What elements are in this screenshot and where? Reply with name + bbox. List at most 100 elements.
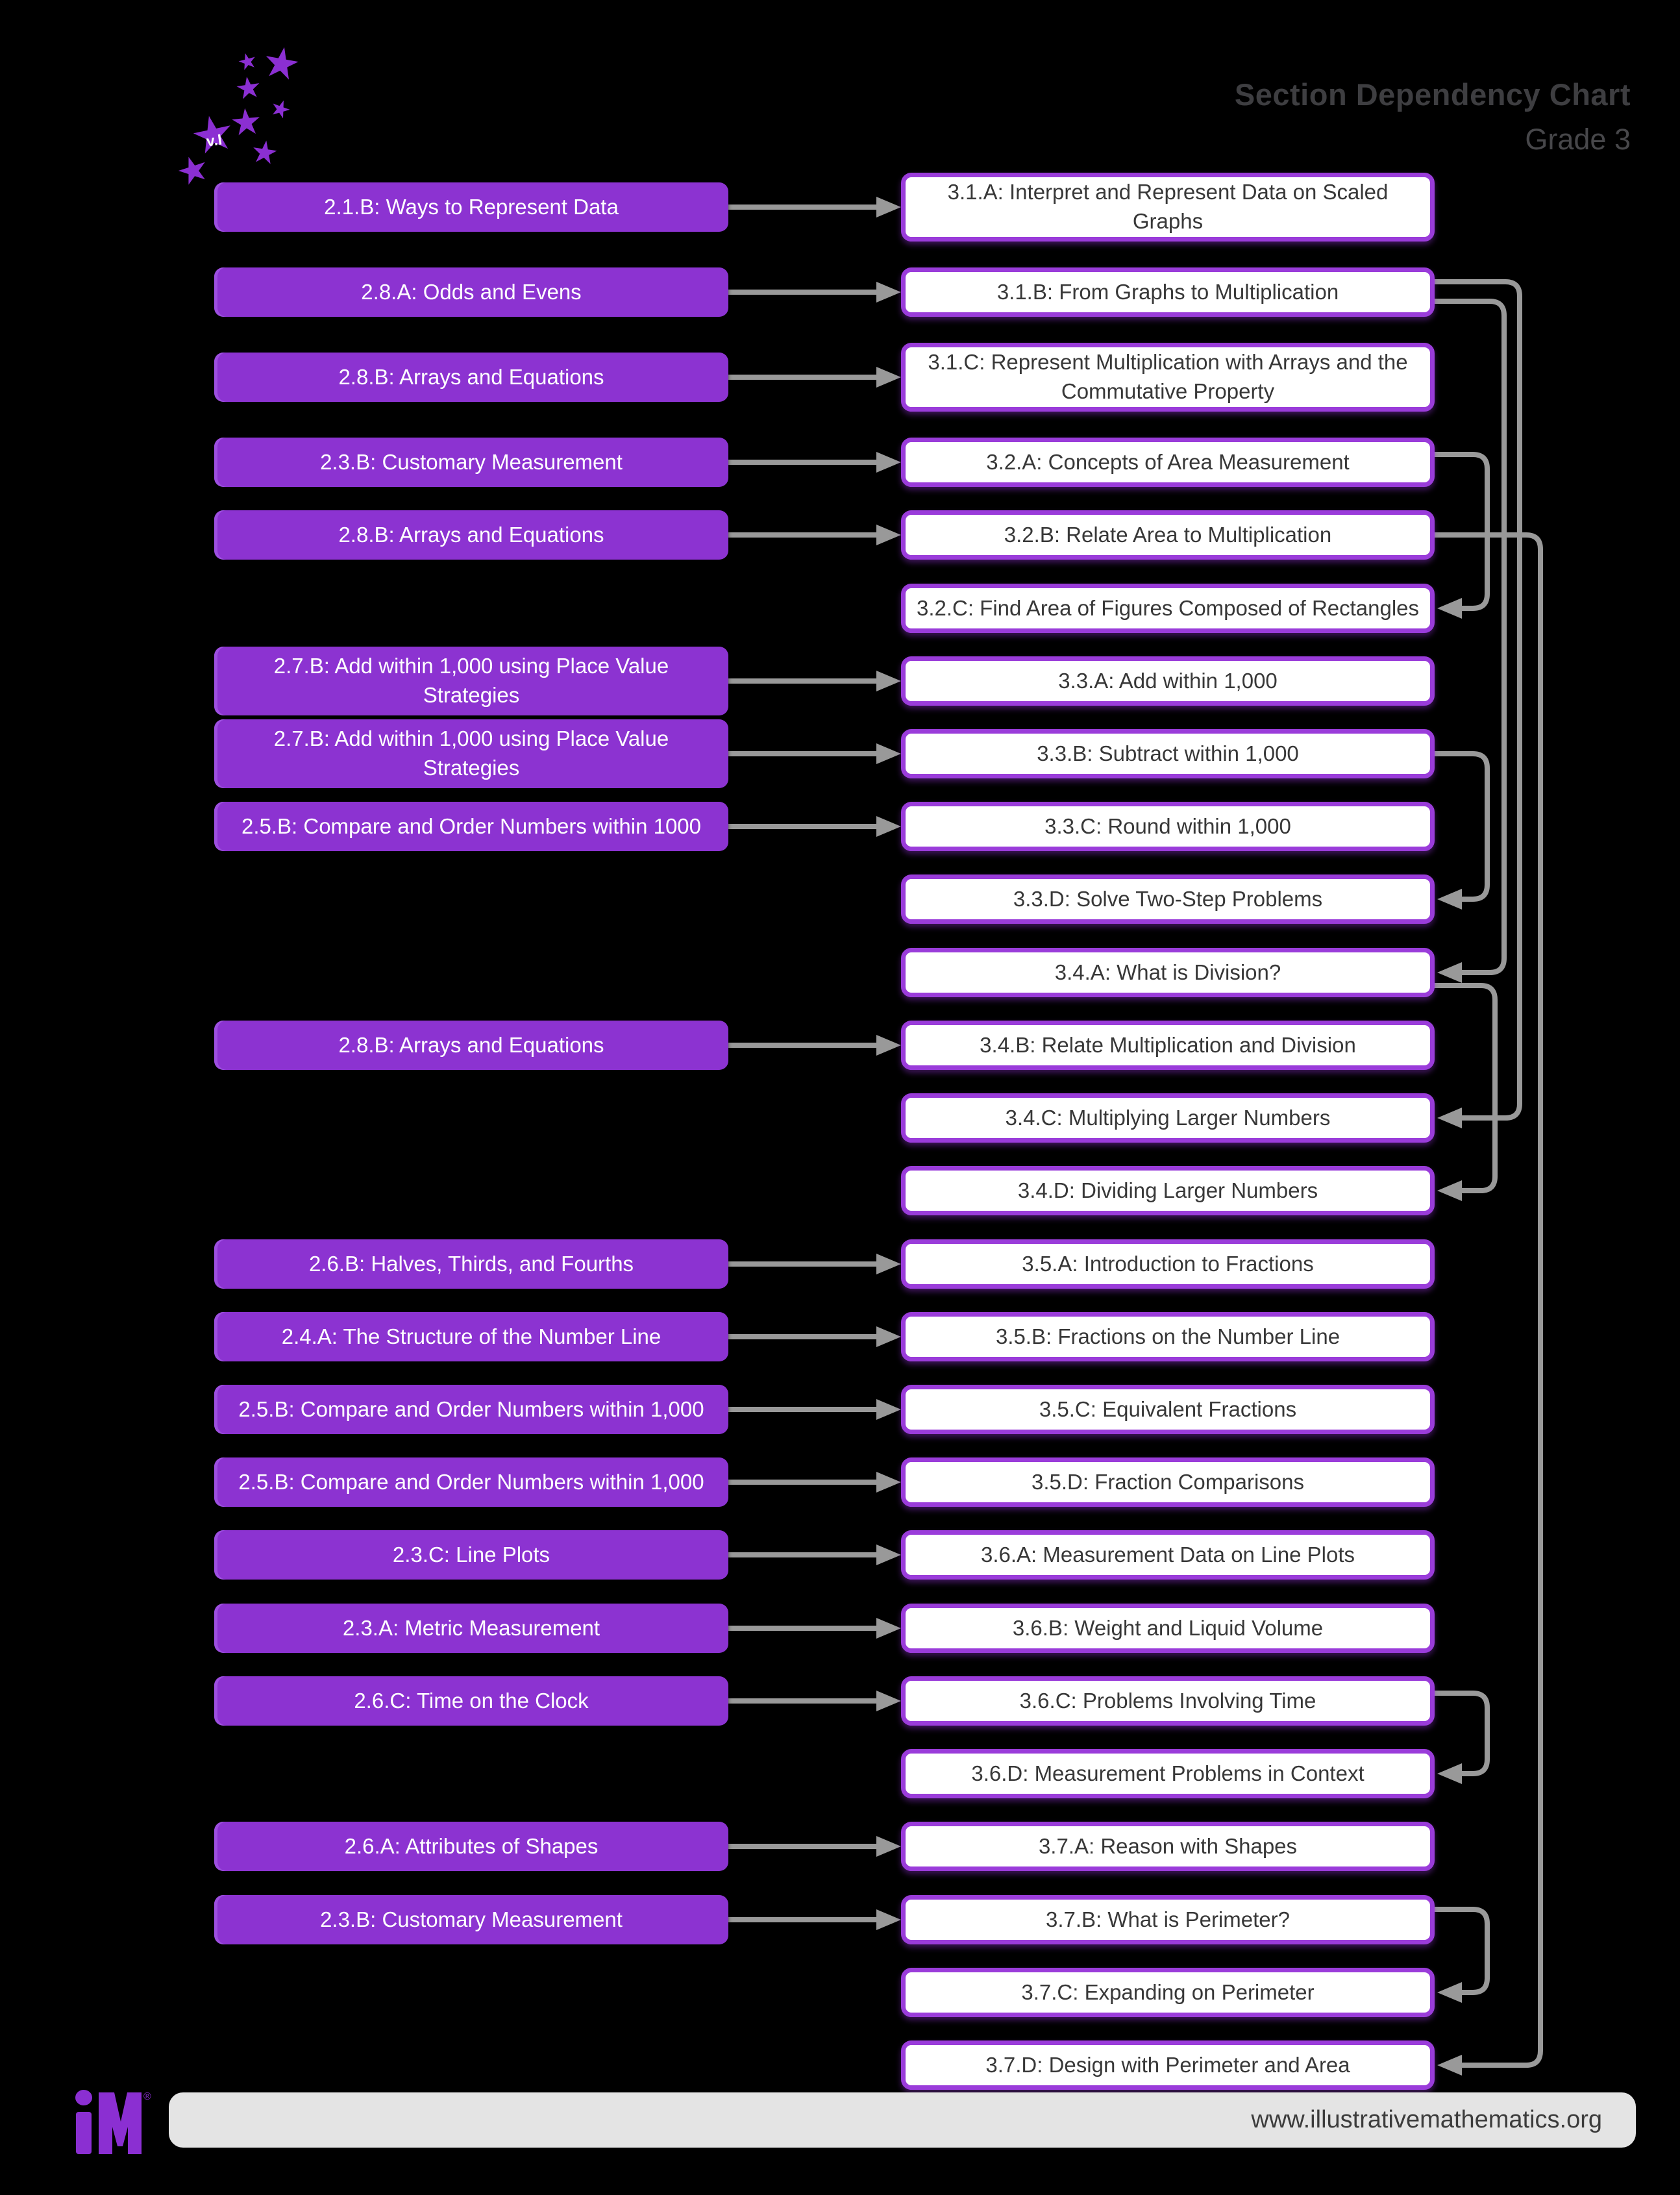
grade3-box-label: 3.6.C: Problems Involving Time bbox=[1019, 1689, 1316, 1713]
grade3-box-label: 3.2.A: Concepts of Area Measurement bbox=[986, 450, 1350, 474]
grade3-box-3.3.C: 3.3.C: Round within 1,000 bbox=[901, 802, 1435, 851]
grade3-box-3.1.A: 3.1.A: Interpret and Represent Data on S… bbox=[901, 173, 1435, 242]
grade2-box-label: 2.8.B: Arrays and Equations bbox=[338, 1033, 604, 1057]
grade2-box-label: 2.3.B: Customary Measurement bbox=[320, 450, 623, 474]
loop-arrowhead-3.1.B-to-3.4.A bbox=[1437, 962, 1462, 983]
loop-arrowhead-3.1.B-to-3.4.C bbox=[1437, 1108, 1462, 1128]
star-icon: ★ bbox=[258, 36, 305, 90]
grade2-box-label: 2.8.B: Arrays and Equations bbox=[338, 365, 604, 389]
grade2-box-3.5.A: 2.6.B: Halves, Thirds, and Fourths bbox=[214, 1239, 728, 1289]
grade3-box-label: 3.6.A: Measurement Data on Line Plots bbox=[981, 1543, 1355, 1567]
grade3-box-label: 3.5.B: Fractions on the Number Line bbox=[995, 1324, 1340, 1348]
direct-arrowhead-3.7.B bbox=[876, 1909, 901, 1930]
grade2-box-label: 2.1.B: Ways to Represent Data bbox=[324, 195, 619, 219]
grade2-box-label: 2.8.B: Arrays and Equations bbox=[338, 523, 604, 547]
direct-arrowhead-3.7.A bbox=[876, 1836, 901, 1857]
grade3-box-3.6.B: 3.6.B: Weight and Liquid Volume bbox=[901, 1604, 1435, 1653]
footer-url: www.illustrativemathematics.org bbox=[1251, 2106, 1602, 2133]
grade3-box-3.6.D: 3.6.D: Measurement Problems in Context bbox=[901, 1749, 1435, 1798]
grade2-box-label: 2.4.A: The Structure of the Number Line bbox=[281, 1324, 661, 1348]
grade2-box-3.2.B: 2.8.B: Arrays and Equations bbox=[214, 510, 728, 560]
grade2-box-3.5.D: 2.5.B: Compare and Order Numbers within … bbox=[214, 1457, 728, 1507]
direct-arrowhead-3.4.B bbox=[876, 1035, 901, 1056]
grade3-box-3.5.B: 3.5.B: Fractions on the Number Line bbox=[901, 1312, 1435, 1361]
direct-arrowhead-3.3.A bbox=[876, 671, 901, 691]
grade3-box-label: 3.5.D: Fraction Comparisons bbox=[1031, 1470, 1304, 1494]
grade3-box-3.5.D: 3.5.D: Fraction Comparisons bbox=[901, 1457, 1435, 1507]
grade3-box-3.3.A: 3.3.A: Add within 1,000 bbox=[901, 656, 1435, 706]
star-version-text: v.I bbox=[205, 130, 223, 150]
page-title: Section Dependency Chart bbox=[1234, 77, 1631, 112]
grade2-box-label: 2.3.C: Line Plots bbox=[392, 1543, 550, 1567]
grade2-box-label: 2.5.B: Compare and Order Numbers within … bbox=[241, 814, 702, 838]
grade2-box-3.5.C: 2.5.B: Compare and Order Numbers within … bbox=[214, 1385, 728, 1434]
grade3-box-3.3.D: 3.3.D: Solve Two-Step Problems bbox=[901, 874, 1435, 924]
chart-header: Section Dependency Chart Grade 3 bbox=[1235, 77, 1631, 156]
grade3-box-label: 3.3.C: Round within 1,000 bbox=[1044, 814, 1291, 838]
grade3-box-3.5.C: 3.5.C: Equivalent Fractions bbox=[901, 1385, 1435, 1434]
grade3-box-3.4.D: 3.4.D: Dividing Larger Numbers bbox=[901, 1166, 1435, 1215]
grade2-box-label: 2.6.C: Time on the Clock bbox=[354, 1689, 589, 1713]
grade2-box-label: 2.3.A: Metric Measurement bbox=[342, 1616, 600, 1640]
grade3-box-3.4.B: 3.4.B: Relate Multiplication and Divisio… bbox=[901, 1021, 1435, 1070]
grade2-box-3.3.C: 2.5.B: Compare and Order Numbers within … bbox=[214, 802, 728, 851]
direct-arrowhead-3.6.A bbox=[876, 1544, 901, 1565]
grade2-box-3.6.B: 2.3.A: Metric Measurement bbox=[214, 1604, 728, 1653]
grade2-box-3.7.A: 2.6.A: Attributes of Shapes bbox=[214, 1822, 728, 1871]
grade3-box-3.4.A: 3.4.A: What is Division? bbox=[901, 948, 1435, 997]
loop-arrowhead-3.4.A-to-3.4.D bbox=[1437, 1180, 1462, 1201]
direct-arrowhead-3.1.A bbox=[876, 197, 901, 217]
direct-arrowhead-3.5.A bbox=[876, 1254, 901, 1274]
loop-arrowhead-3.7.B-to-3.7.C bbox=[1437, 1982, 1462, 2003]
grade2-box-3.4.B: 2.8.B: Arrays and Equations bbox=[214, 1021, 728, 1070]
grade2-box-label: 2.7.B: Add within 1,000 using Place Valu… bbox=[273, 726, 669, 780]
grade3-box-label: 3.5.A: Introduction to Fractions bbox=[1022, 1252, 1314, 1276]
grade3-box-label: 3.3.D: Solve Two-Step Problems bbox=[1013, 887, 1323, 911]
direct-arrowhead-3.3.B bbox=[876, 743, 901, 764]
grade2-box-3.3.B: 2.7.B: Add within 1,000 using Place Valu… bbox=[214, 719, 728, 788]
grade3-box-label: 3.4.C: Multiplying Larger Numbers bbox=[1005, 1106, 1331, 1130]
grade2-box-label: 2.6.A: Attributes of Shapes bbox=[344, 1834, 599, 1858]
grade3-box-3.2.C: 3.2.C: Find Area of Figures Composed of … bbox=[901, 584, 1435, 633]
loop-arrow-line-3.1.B-to-3.4.C bbox=[1432, 279, 1522, 1121]
im-logo: ® bbox=[65, 2089, 153, 2157]
direct-arrowhead-3.5.C bbox=[876, 1399, 901, 1420]
grade2-box-label: 2.3.B: Customary Measurement bbox=[320, 1907, 623, 1931]
loop-arrowhead-3.2.B-to-3.7.D bbox=[1437, 2055, 1462, 2076]
loop-arrowhead-3.3.B-to-3.3.D bbox=[1437, 889, 1462, 910]
grade3-box-label: 3.6.B: Weight and Liquid Volume bbox=[1012, 1616, 1324, 1640]
grade2-box-label: 2.6.B: Halves, Thirds, and Fourths bbox=[308, 1252, 634, 1276]
grade3-box-label: 3.3.A: Add within 1,000 bbox=[1058, 669, 1278, 693]
direct-arrowhead-3.1.B bbox=[876, 282, 901, 303]
grade3-box-label: 3.2.B: Relate Area to Multiplication bbox=[1004, 523, 1332, 547]
grade3-box-label: 3.7.C: Expanding on Perimeter bbox=[1021, 1980, 1315, 2004]
grade3-box-3.7.C: 3.7.C: Expanding on Perimeter bbox=[901, 1968, 1435, 2017]
grade3-box-label: 3.1.B: From Graphs to Multiplication bbox=[996, 280, 1339, 304]
grade3-box-label: 3.1.A: Interpret and Represent Data on S… bbox=[947, 180, 1389, 233]
grade3-box-3.1.B: 3.1.B: From Graphs to Multiplication bbox=[901, 267, 1435, 317]
footer-bar: www.illustrativemathematics.org bbox=[169, 2092, 1636, 2148]
grade2-box-3.6.A: 2.3.C: Line Plots bbox=[214, 1530, 728, 1580]
im-logo-icon: ® bbox=[75, 2090, 151, 2154]
loop-arrowhead-3.6.C-to-3.6.D bbox=[1437, 1763, 1462, 1784]
grade3-box-label: 3.3.B: Subtract within 1,000 bbox=[1037, 741, 1299, 765]
grade3-box-3.2.B: 3.2.B: Relate Area to Multiplication bbox=[901, 510, 1435, 560]
loop-arrow-line-3.1.B-to-3.4.A bbox=[1432, 299, 1507, 975]
grade3-box-label: 3.4.A: What is Division? bbox=[1054, 960, 1281, 984]
grade2-box-3.1.A: 2.1.B: Ways to Represent Data bbox=[214, 182, 728, 232]
direct-arrowhead-3.6.C bbox=[876, 1691, 901, 1711]
star-icon: ★ bbox=[232, 69, 264, 106]
grade2-box-label: 2.7.B: Add within 1,000 using Place Valu… bbox=[273, 654, 669, 707]
direct-arrowhead-3.2.A bbox=[876, 452, 901, 473]
grade2-box-label: 2.5.B: Compare and Order Numbers within … bbox=[238, 1470, 704, 1494]
direct-arrowhead-3.5.B bbox=[876, 1326, 901, 1347]
star-icon: ★ bbox=[248, 134, 281, 172]
registered-mark: ® bbox=[143, 2091, 151, 2102]
grade2-box-3.6.C: 2.6.C: Time on the Clock bbox=[214, 1676, 728, 1726]
grade3-box-3.6.C: 3.6.C: Problems Involving Time bbox=[901, 1676, 1435, 1726]
grade2-box-3.3.A: 2.7.B: Add within 1,000 using Place Valu… bbox=[214, 647, 728, 715]
loop-arrow-line-3.7.B-to-3.7.C bbox=[1432, 1907, 1490, 1995]
loop-arrow-line-3.3.B-to-3.3.D bbox=[1432, 751, 1490, 902]
grade3-box-label: 3.4.D: Dividing Larger Numbers bbox=[1017, 1178, 1318, 1202]
